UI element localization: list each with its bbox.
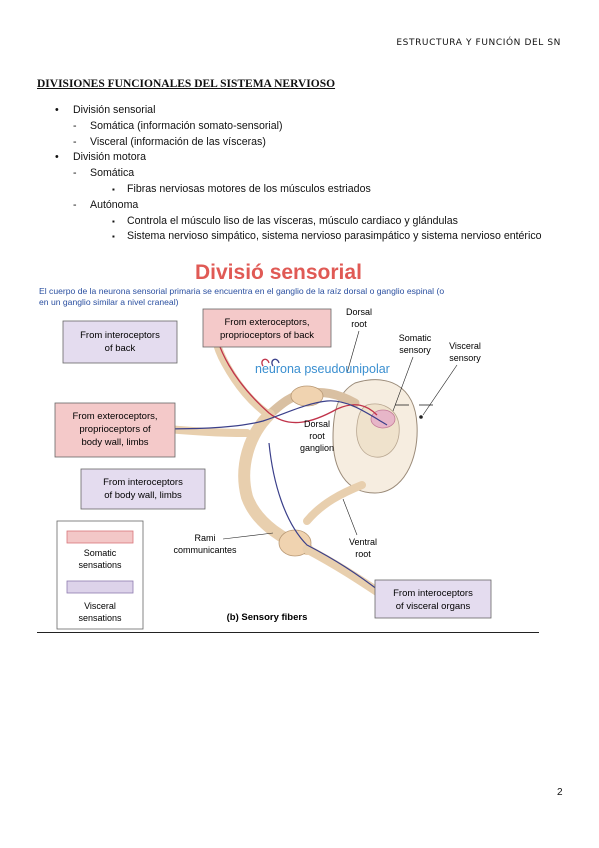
outline-text: División sensorial (73, 104, 156, 116)
box-exteroceptors-back: From exteroceptors, proprioceptors of ba… (202, 308, 332, 348)
bullet-marker: - (73, 167, 77, 180)
topic-outline: •División sensorial -Somática (informaci… (55, 103, 542, 245)
outline-text: Autónoma (90, 198, 139, 211)
box-text: of back (105, 343, 136, 354)
legend-label: sensations (78, 560, 122, 570)
outline-item: -Visceral (información de las vísceras) (55, 135, 542, 151)
label-dorsal-root-ganglion: ganglion (300, 443, 334, 453)
box-text: proprioceptors of (79, 424, 151, 435)
box-exteroceptors-body-wall: From exteroceptors, proprioceptors of bo… (54, 402, 176, 458)
bullet-marker: - (73, 135, 77, 148)
legend-swatch-visceral (66, 580, 134, 594)
legend-swatch-somatic (66, 530, 134, 544)
label-dorsal-root-ganglion: root (309, 431, 325, 441)
box-text: From exteroceptors, (225, 317, 310, 328)
box-interoceptors-back: From interoceptors of back (62, 320, 178, 364)
outline-item: -Somática (55, 166, 542, 182)
outline-text: Visceral (información de las vísceras) (90, 135, 266, 148)
somatic-fiber-loop (261, 358, 270, 367)
box-interoceptors-visceral: From interoceptors of visceral organs (374, 579, 492, 619)
legend-label: Somatic (84, 548, 117, 558)
outline-item: • División sensorial (55, 103, 542, 119)
bullet-marker: • (55, 104, 59, 116)
outline-item: ▪ Controla el músculo liso de las víscera… (55, 214, 542, 230)
bullet-marker: ▪ (112, 184, 115, 194)
outline-text: Somática (información somato-sensorial) (90, 119, 283, 132)
legend-label: sensations (78, 613, 122, 623)
box-text: From interoceptors (103, 477, 183, 488)
bullet-marker: - (73, 119, 77, 132)
label-neuron: neurona pseudounipolar (255, 362, 390, 376)
label-ventral-root: root (355, 549, 371, 559)
bullet-marker: ▪ (112, 232, 115, 242)
box-text: From interoceptors (393, 588, 473, 599)
figure-caption-line2: en un ganglio similar a nivel craneal) (39, 297, 179, 307)
box-interoceptors-body-wall: From interoceptors of body wall, limbs (80, 468, 206, 510)
leader-line (222, 532, 274, 540)
figure-heading: Divisió sensorial (195, 261, 362, 284)
label-somatic-sensory: sensory (399, 345, 431, 355)
leader-line (422, 364, 458, 416)
label-ventral-root: Ventral (349, 537, 377, 547)
box-text: of visceral organs (396, 601, 471, 612)
box-text: proprioceptors of back (220, 330, 314, 341)
outline-item: • División motora (55, 150, 542, 166)
visceral-fiber (156, 400, 388, 430)
outline-text: Controla el músculo liso de las vísceras… (127, 214, 458, 227)
bullet-marker: ▪ (112, 216, 115, 226)
outline-item: -Somática (información somato-sensorial) (55, 119, 542, 135)
leader-line (392, 356, 414, 412)
section-divider (37, 632, 539, 633)
leader-line (346, 330, 360, 374)
visceral-fiber-2 (268, 442, 388, 598)
figure-subcaption: (b) Sensory fibers (227, 612, 308, 623)
somatic-fiber (212, 316, 378, 424)
label-dorsal-root-ganglion: Dorsal (304, 419, 330, 429)
sensory-fibers-figure: Divisió sensorial El cuerpo de la neuron… (39, 261, 492, 630)
outline-item: -Autónoma (55, 198, 542, 214)
label-visceral-sensory: Visceral (449, 341, 481, 351)
label-rami-communicantes: communicantes (173, 545, 237, 555)
label-visceral-sensory: sensory (449, 353, 481, 363)
label-dorsal-root: Dorsal (346, 307, 372, 317)
running-header: ESTRUCTURA Y FUNCIÓN DEL SN (396, 38, 561, 48)
outline-text: Somática (90, 167, 135, 180)
bullet-marker: - (73, 198, 77, 211)
visceral-fiber-loop (271, 358, 280, 367)
outline-item: ▪ Fibras nerviosas motores de los músculo… (55, 182, 542, 198)
label-rami-communicantes: Rami (194, 533, 215, 543)
box-text: body wall, limbs (81, 437, 148, 448)
box-text: of body wall, limbs (104, 490, 182, 501)
figure-caption-line1: El cuerpo de la neurona sensorial primar… (39, 286, 444, 296)
outline-text: Sistema nervioso simpático, sistema nerv… (127, 230, 542, 243)
label-somatic-sensory: Somatic (399, 333, 432, 343)
outline-text: Fibras nerviosas motores de los músculos… (127, 182, 371, 195)
ventral-root (303, 481, 366, 525)
page-number: 2 (557, 787, 563, 798)
outline-text: División motora (73, 151, 147, 164)
legend: Somatic sensations Visceral sensations (56, 520, 144, 630)
box-text: From exteroceptors, (73, 411, 158, 422)
bullet-marker: • (55, 151, 59, 164)
leader-line (342, 498, 358, 536)
outline-item: ▪ Sistema nervioso simpático, sistema ner… (55, 229, 542, 245)
label-dorsal-root: root (351, 319, 367, 329)
box-text: From interoceptors (80, 330, 160, 341)
section-title: DIVISIONES FUNCIONALES DEL SISTEMA NERVI… (37, 78, 336, 90)
visceral-sensory-dot (419, 415, 423, 419)
legend-label: Visceral (84, 601, 116, 611)
